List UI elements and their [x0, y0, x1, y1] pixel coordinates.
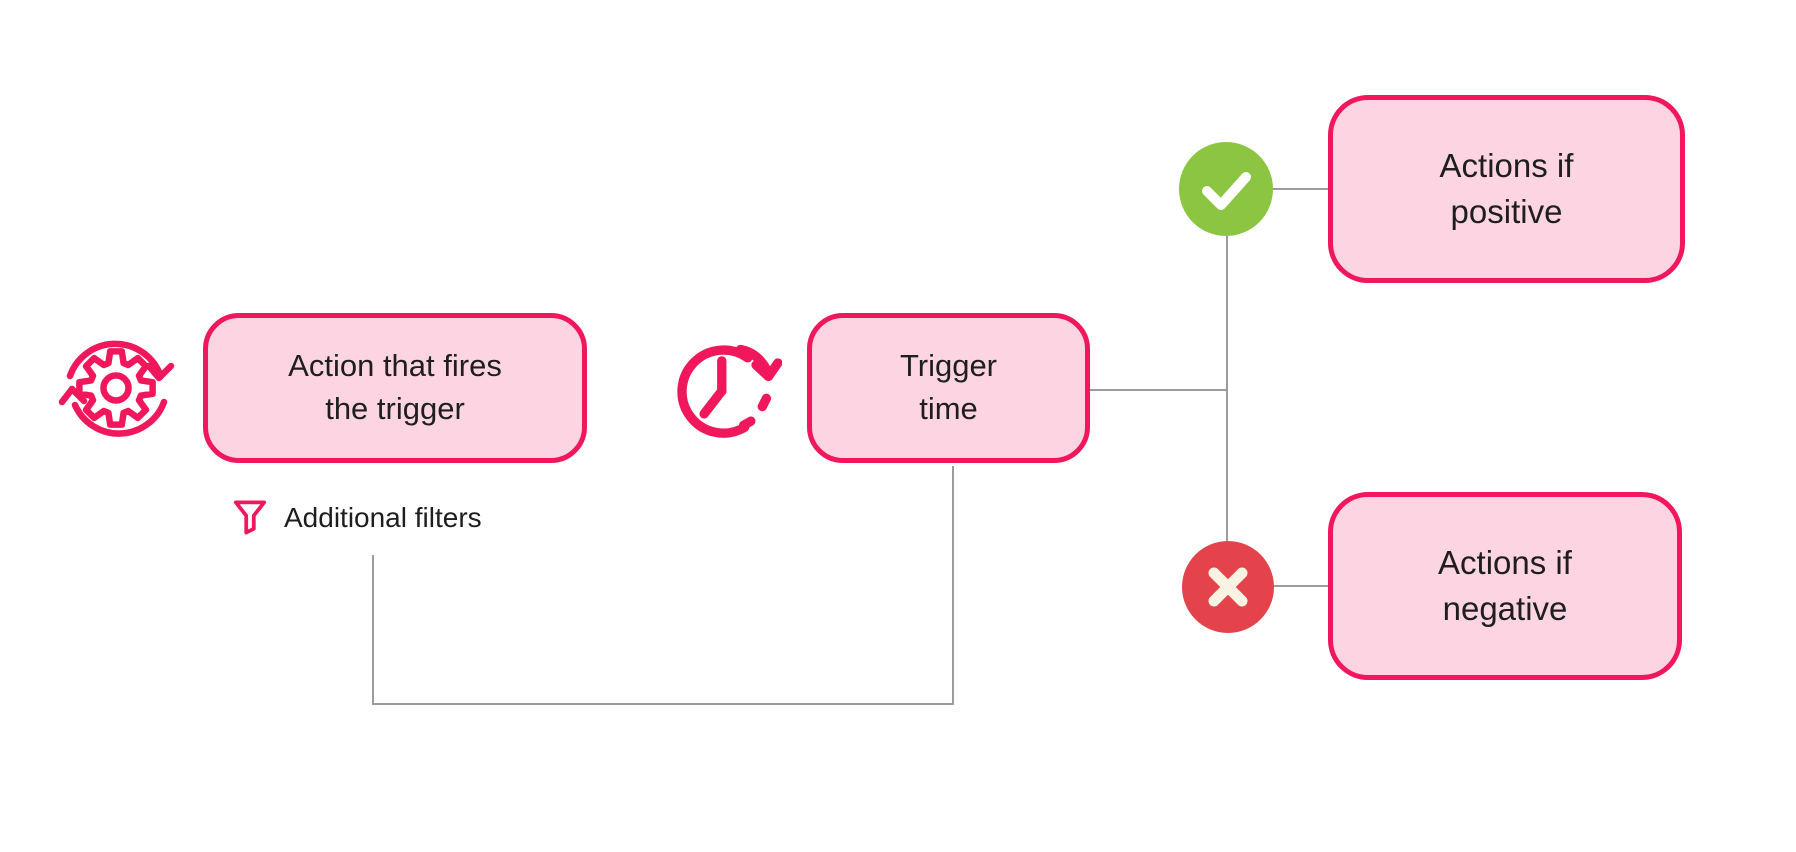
node-label: Trigger time: [899, 348, 998, 426]
node-action-fires-trigger[interactable]: Action that fires the trigger: [203, 313, 587, 463]
cross-icon: [1208, 567, 1248, 607]
check-icon: [1202, 172, 1251, 210]
node-actions-if-negative[interactable]: Actions if negative: [1328, 492, 1682, 680]
positive-branch-badge[interactable]: [1179, 142, 1273, 236]
node-actions-if-positive[interactable]: Actions if positive: [1328, 95, 1685, 283]
node-label: Actions if positive: [1439, 147, 1574, 230]
additional-filters-label: Additional filters: [284, 501, 482, 533]
negative-branch-badge[interactable]: [1182, 541, 1274, 633]
clock-arrow-icon: [677, 344, 782, 438]
node-label: Action that fires the trigger: [288, 348, 502, 426]
funnel-filter-icon: [233, 500, 267, 535]
gear-sync-icon: [58, 340, 175, 437]
node-trigger-time[interactable]: Trigger time: [807, 313, 1090, 463]
additional-filters[interactable]: Additional filters: [233, 499, 482, 536]
node-label: Actions if negative: [1438, 544, 1572, 627]
